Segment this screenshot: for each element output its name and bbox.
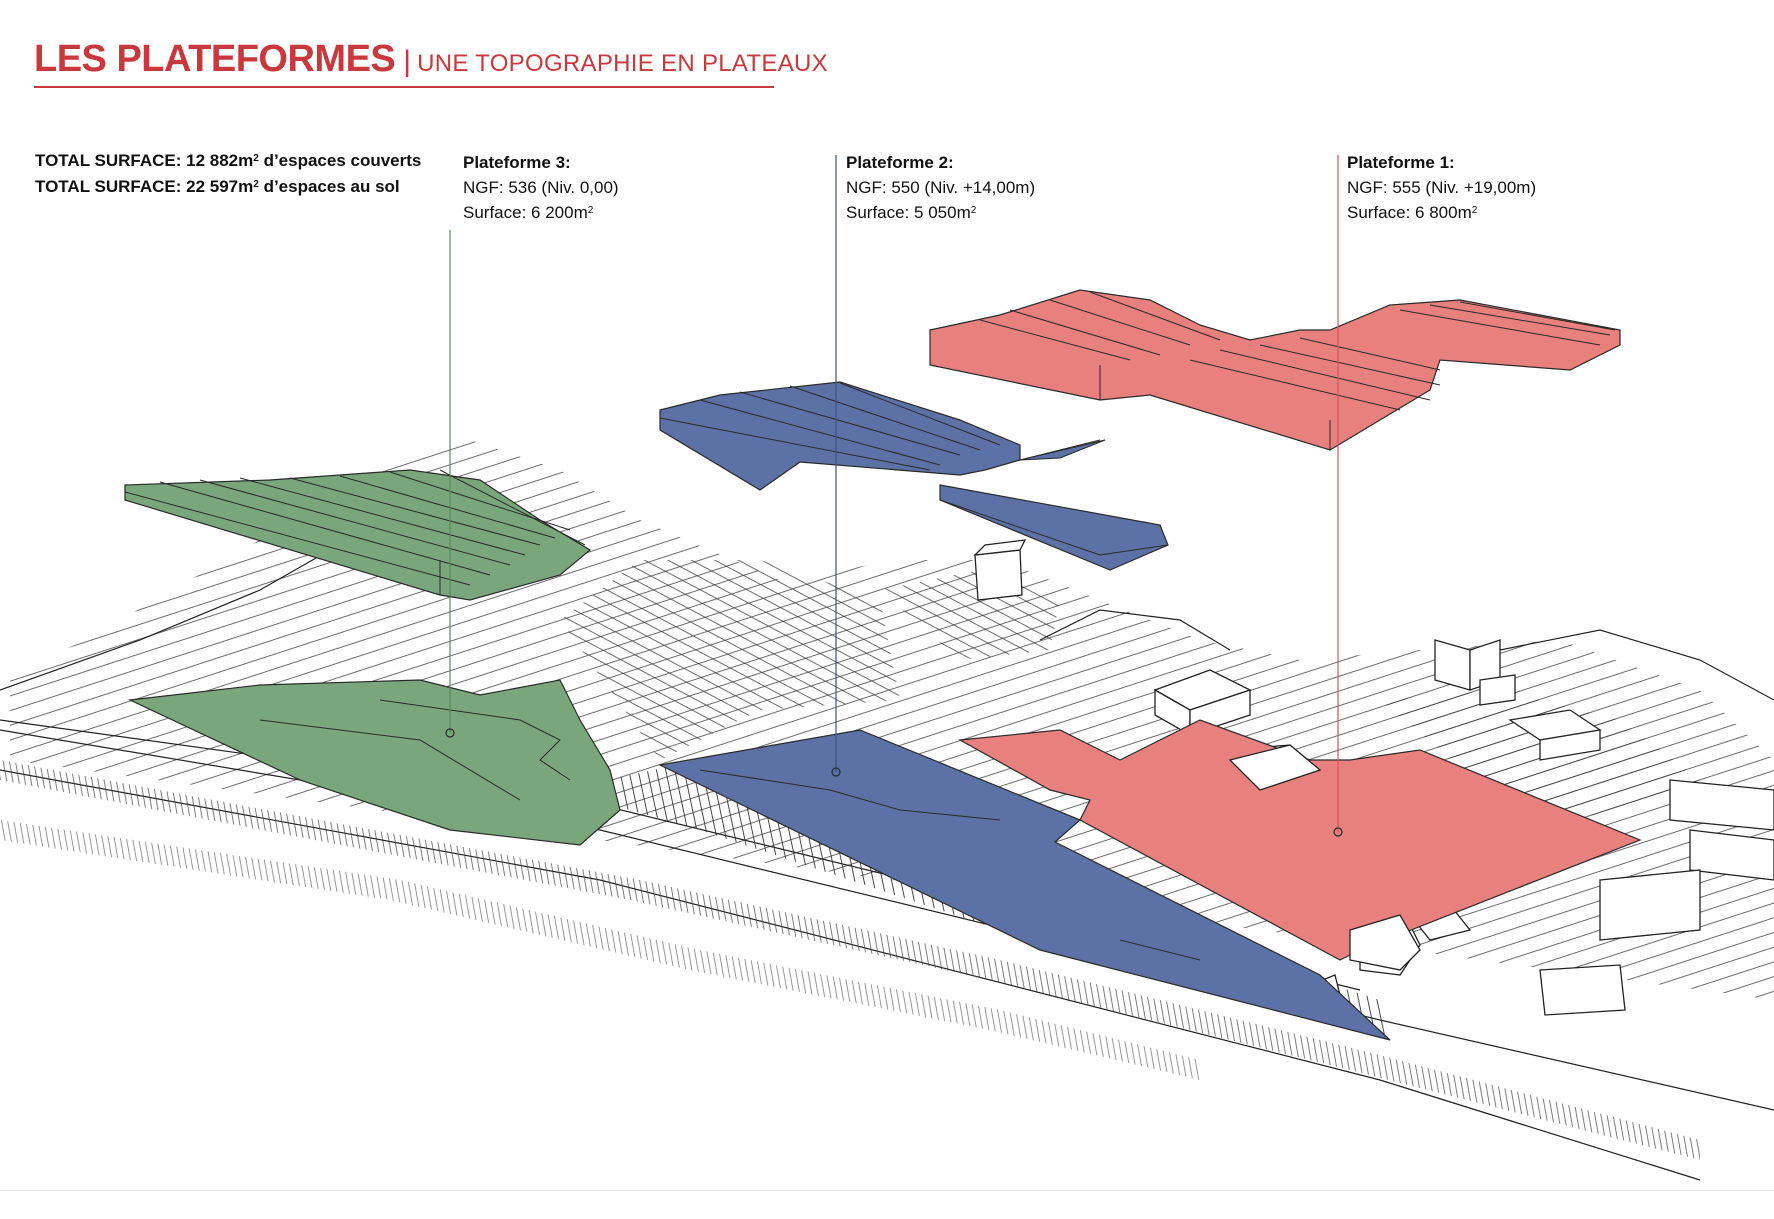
total-covered-sup: 2 — [253, 153, 259, 164]
platform-3-info: Plateforme 3: NGF: 536 (Niv. 0,00) Surfa… — [463, 150, 619, 225]
total-covered-label: TOTAL SURFACE: — [35, 151, 182, 170]
platform-2-name: Plateforme 2: — [846, 153, 954, 172]
platform-1-surface: Surface: 6 800m — [1347, 203, 1472, 222]
platform-3-surface-line: Surface: 6 200m2 — [463, 203, 594, 222]
platform-3-surface: Surface: 6 200m — [463, 203, 588, 222]
title-rule — [34, 86, 774, 88]
platform-3-ground — [127, 679, 621, 846]
platform-2-ngf: NGF: 550 (Niv. +14,00m) — [846, 178, 1036, 197]
platform-1-ngf: NGF: 555 (Niv. +19,00m) — [1347, 178, 1537, 197]
callout-leaders — [445, 155, 1343, 837]
platform-3-roofs — [124, 469, 592, 601]
platform-3-ngf: NGF: 536 (Niv. 0,00) — [463, 178, 619, 197]
page-title: LES PLATEFORMES|UNE TOPOGRAPHIE EN PLATE… — [34, 38, 828, 81]
title-subtitle: UNE TOPOGRAPHIE EN PLATEAUX — [417, 50, 828, 77]
platform-2-surface-line: Surface: 5 050m2 — [846, 203, 977, 222]
total-ground-sup: 2 — [253, 179, 259, 190]
total-covered-suffix: d’espaces couverts — [263, 151, 422, 170]
platform-1-leader-dot — [1333, 827, 1343, 837]
platform-1-ground — [958, 719, 1642, 961]
totals-block: TOTAL SURFACE: 12 882m2 d’espaces couver… — [35, 148, 421, 200]
total-ground-value: 22 597m — [186, 177, 254, 196]
platform-1-name: Plateforme 1: — [1347, 153, 1455, 172]
platform-3-name: Plateforme 3: — [463, 153, 571, 172]
total-ground: TOTAL SURFACE: 22 597m2 d’espaces au sol — [35, 174, 421, 200]
title-separator: | — [403, 45, 412, 78]
platform-2-leader-dot — [831, 767, 841, 777]
platform-1-buildings — [1228, 744, 1421, 971]
total-covered-value: 12 882m — [186, 151, 254, 170]
platform-3-leader-dot — [445, 728, 455, 738]
total-ground-label: TOTAL SURFACE: — [35, 177, 182, 196]
title-main: LES PLATEFORMES — [34, 38, 396, 80]
platform-1-roofs — [929, 289, 1621, 451]
platform-2-surface: Surface: 5 050m — [846, 203, 971, 222]
platform-1-surface-line: Surface: 6 800m2 — [1347, 203, 1478, 222]
platform-2-roofs — [659, 381, 1169, 571]
platform-1-info: Plateforme 1: NGF: 555 (Niv. +19,00m) Su… — [1347, 150, 1536, 225]
platform-2-info: Plateforme 2: NGF: 550 (Niv. +14,00m) Su… — [846, 150, 1035, 225]
bottom-rule — [0, 1190, 1774, 1191]
total-ground-suffix: d’espaces au sol — [263, 177, 400, 196]
total-covered: TOTAL SURFACE: 12 882m2 d’espaces couver… — [35, 148, 421, 174]
platform-2-ground — [658, 729, 1391, 1041]
